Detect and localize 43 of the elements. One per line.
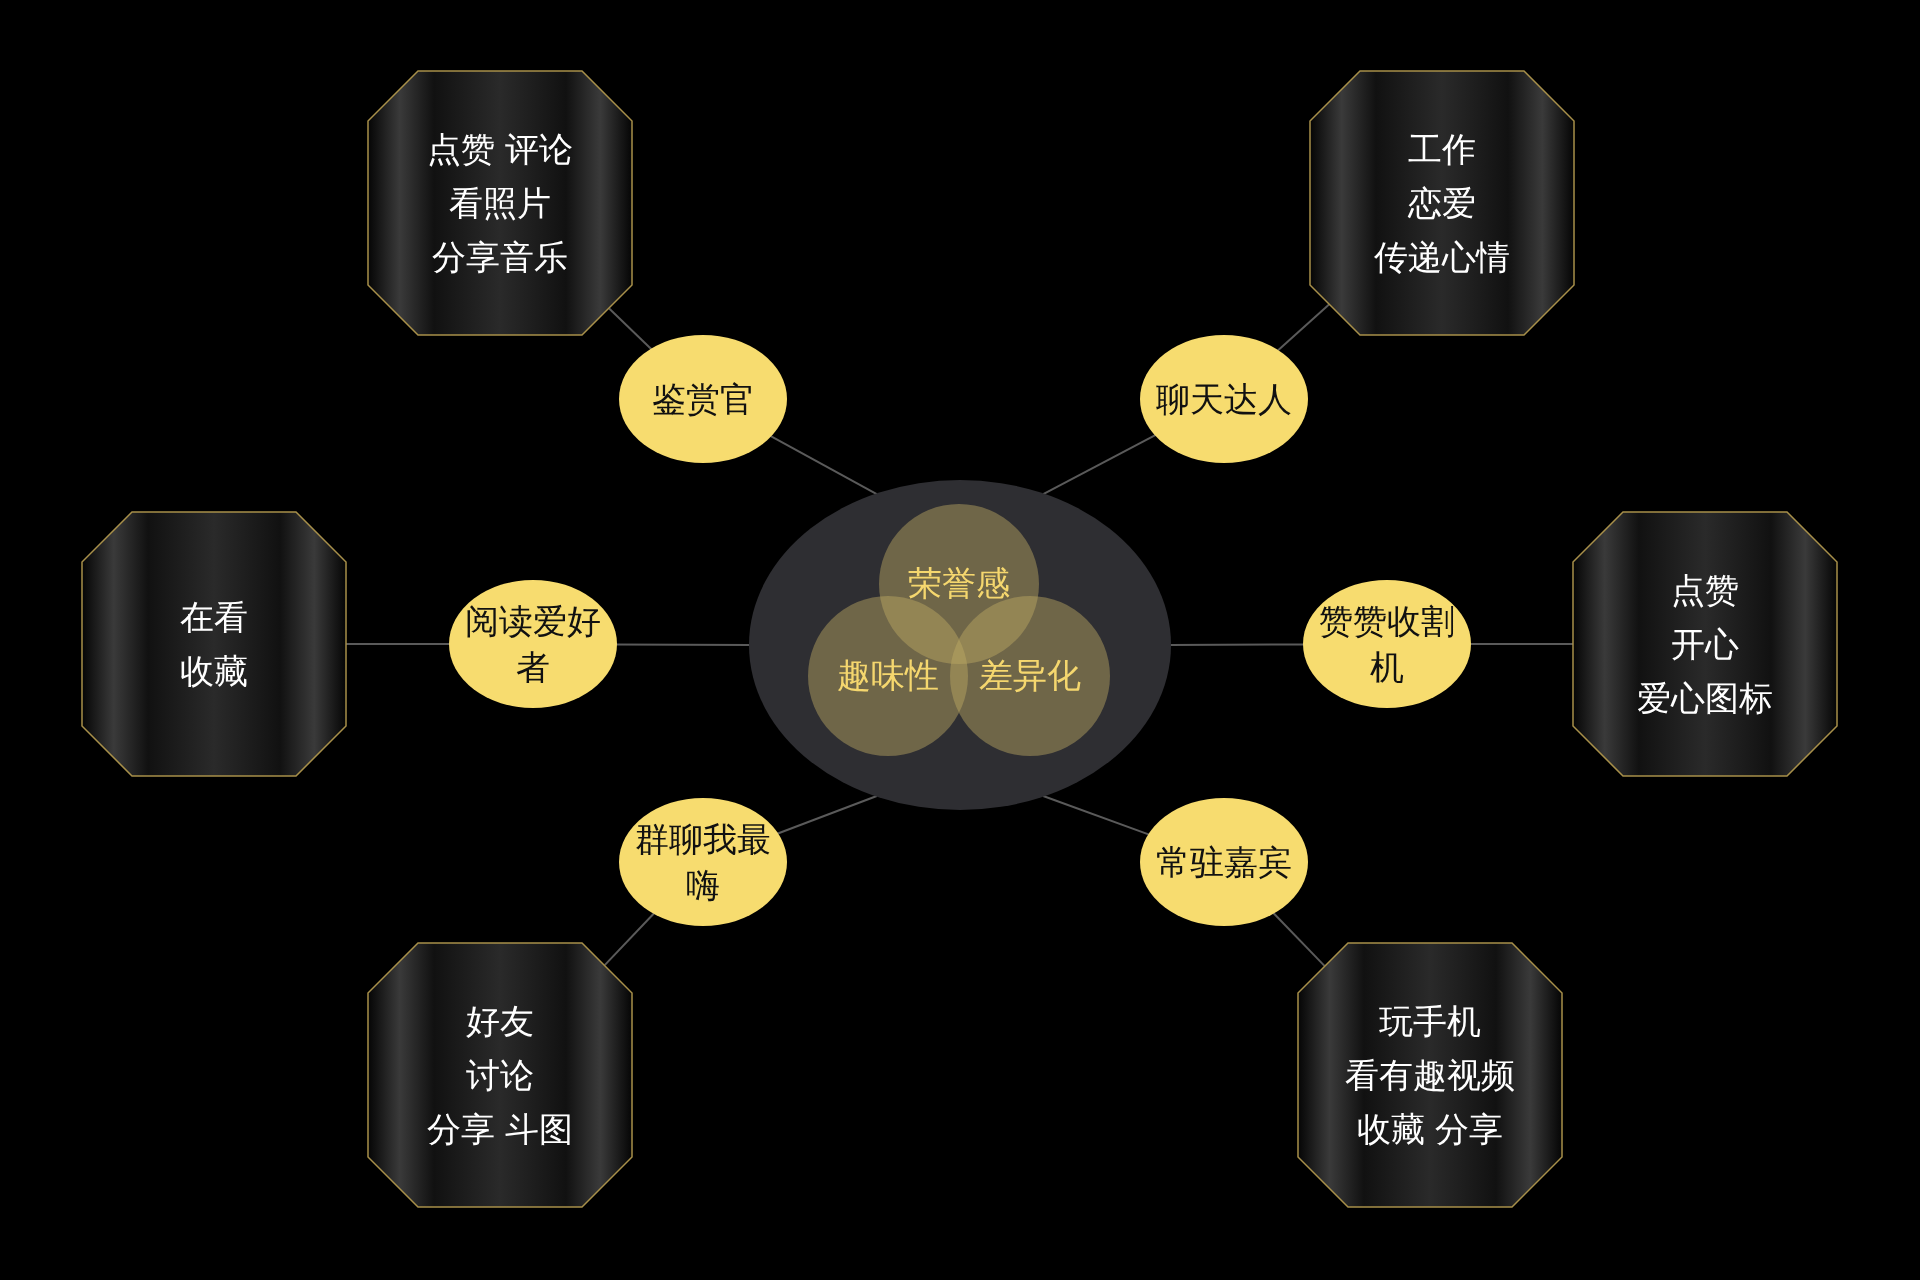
node-text: 爱心图标 (1637, 677, 1773, 720)
node-text: 看照片 (449, 182, 551, 225)
node-text: 好友 (466, 1000, 534, 1043)
connector-line (1042, 794, 1151, 836)
node-text: 传递心情 (1374, 236, 1510, 279)
node-text: 看有趣视频 (1345, 1054, 1515, 1097)
node-text: 差异化 (979, 654, 1081, 697)
node-text: 点赞 评论 (426, 128, 574, 171)
node-text: 分享 斗图 (426, 1108, 574, 1151)
node-text: 收藏 分享 (1356, 1108, 1504, 1151)
octagon-node (1572, 511, 1838, 777)
node-text: 阅读爱好者 (464, 600, 602, 689)
node-text: 恋爱 (1408, 182, 1476, 225)
octagon-node (1309, 70, 1575, 336)
node-text: 趣味性 (837, 654, 939, 697)
octagon-node (1297, 942, 1563, 1208)
node-text: 开心 (1671, 623, 1739, 666)
node-text: 讨论 (466, 1054, 534, 1097)
node-text: 玩手机 (1379, 1000, 1481, 1043)
connector-line (608, 307, 653, 351)
node-text: 在看 (180, 596, 248, 639)
node-text: 点赞 (1671, 569, 1739, 612)
connector-line (1272, 911, 1326, 967)
connector-line (1042, 433, 1157, 496)
node-text: 赞赞收割机 (1318, 600, 1456, 689)
node-text: 分享音乐 (432, 236, 568, 279)
octagon-node (367, 942, 633, 1208)
connector-line (603, 912, 656, 967)
node-text: 收藏 (180, 650, 248, 693)
node-text: 常驻嘉宾 (1156, 841, 1292, 884)
node-text: 鉴赏官 (652, 378, 754, 421)
node-text: 聊天达人 (1156, 378, 1292, 421)
octagon-node (81, 511, 347, 777)
connector-line (615, 643, 751, 646)
node-text: 荣誉感 (908, 562, 1010, 605)
connector-line (1169, 643, 1305, 646)
connector-line (1276, 303, 1330, 352)
node-text: 群聊我最嗨 (634, 818, 772, 907)
octagon-node (367, 70, 633, 336)
connector-line (769, 434, 878, 496)
node-text: 工作 (1408, 128, 1476, 171)
connector-line (776, 794, 878, 835)
connector-line (1469, 643, 1574, 645)
